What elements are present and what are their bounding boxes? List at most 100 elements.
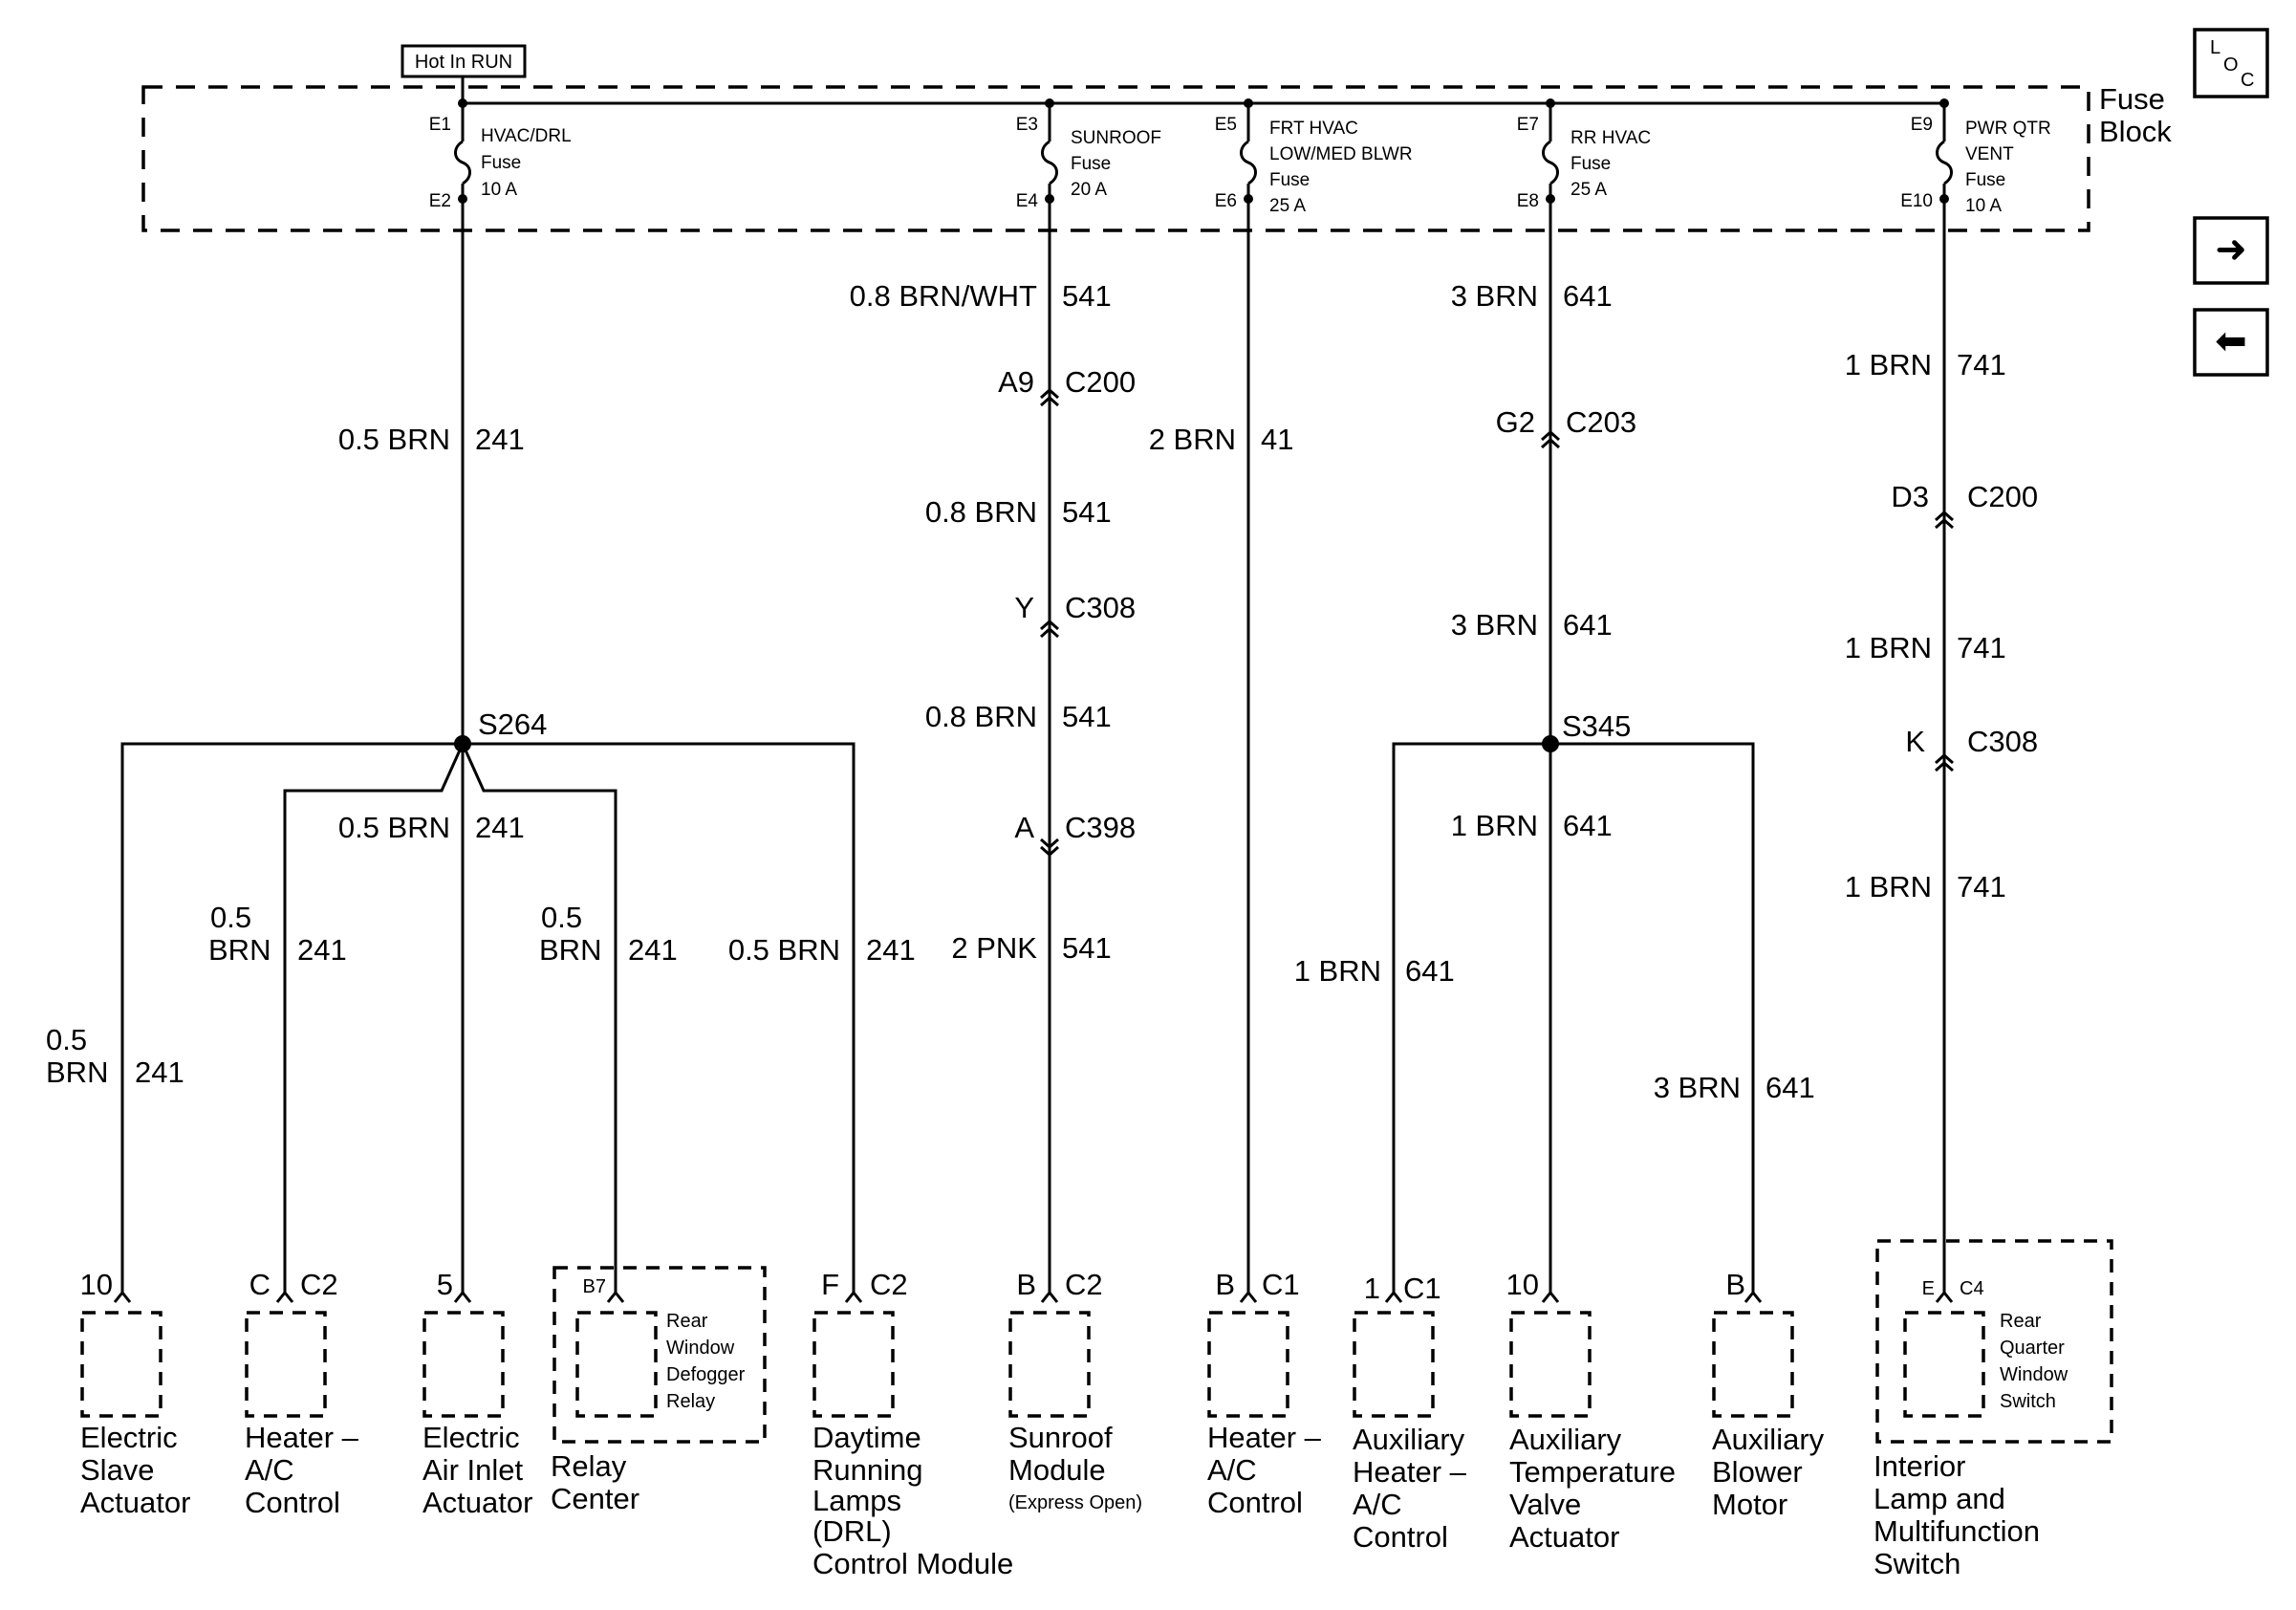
wire-circuit: 241: [297, 933, 347, 967]
component-inner-label: Relay: [666, 1391, 715, 1412]
component-electric-air-inlet-actuator: 5 Electric Air Inlet Actuator: [422, 1268, 532, 1519]
wire-circuit: 741: [1957, 348, 2006, 381]
connector-pin: D3: [1891, 480, 1929, 513]
component-sunroof-module: B C2 Sunroof Module (Express Open): [1008, 1268, 1142, 1513]
wire-circuit: 541: [1062, 931, 1112, 965]
circuit-641: 3 BRN 641 G2 C203 3 BRN 641 S345 1 BRN 6…: [1294, 199, 1815, 1293]
component-heater-ac-control-c2: C C2 Heater – A/C Control: [245, 1268, 359, 1519]
component-relay-center: B7 Rear Window Defogger Relay Relay Cent…: [551, 1266, 767, 1515]
wire-gauge: 1 BRN: [1845, 631, 1932, 664]
component-pin: B: [1215, 1268, 1235, 1301]
component-label: Heater –: [245, 1421, 359, 1454]
component-label: Auxiliary: [1353, 1423, 1465, 1456]
wire-circuit: 241: [135, 1055, 184, 1089]
connector-pin: Y: [1014, 591, 1034, 624]
component-label: Blower: [1712, 1455, 1803, 1489]
component-pin: B: [1725, 1268, 1745, 1301]
wire-gauge: 3 BRN: [1451, 279, 1538, 313]
component-label: Daytime: [812, 1421, 921, 1454]
fuse-block-outline: [141, 85, 2090, 232]
component-pin: E: [1922, 1278, 1935, 1299]
splice-s345-label: S345: [1562, 709, 1631, 743]
connector-c308-pwrqtr: K C308: [1905, 725, 2038, 772]
fuse-e3-label: E3: [1016, 115, 1038, 135]
arrow-left-icon: ⬅: [2215, 319, 2247, 363]
wire-gauge: 2 PNK: [951, 931, 1037, 965]
component-pin: F: [821, 1268, 839, 1301]
fuse-e8-label: E8: [1517, 191, 1539, 211]
wire-circuit: 241: [475, 811, 525, 844]
component-label: Lamps: [812, 1484, 901, 1517]
hot-in-run-label: Hot In RUN: [401, 44, 527, 78]
fuse-rating: 10 A: [1965, 196, 2002, 216]
connector-c398-sunroof: A C398: [1014, 811, 1136, 858]
component-label: Actuator: [1509, 1520, 1619, 1554]
hot-in-run-text: Hot In RUN: [415, 52, 512, 73]
component-aux-blower-motor: B Auxiliary Blower Motor: [1712, 1268, 1825, 1521]
component-inner-label: Defogger: [666, 1364, 746, 1385]
wire-circuit: 541: [1062, 700, 1112, 733]
fuse-name: SUNROOF: [1071, 128, 1161, 148]
component-label: Electric: [422, 1421, 520, 1454]
wire-gauge-2: BRN: [539, 933, 601, 967]
circuit-741: 1 BRN 741 D3 C200 1 BRN 741 K C308 1 BRN…: [1845, 199, 2038, 1293]
component-pin: 1: [1364, 1272, 1380, 1305]
component-inner-label: Window: [666, 1338, 735, 1359]
next-page-button[interactable]: ➜: [2193, 216, 2269, 285]
component-label: Air Inlet: [422, 1453, 523, 1487]
connector-id: C200: [1967, 480, 2038, 513]
component-label: Slave: [80, 1453, 155, 1487]
wire-circuit: 241: [475, 423, 525, 456]
component-pin: 5: [437, 1268, 453, 1301]
connector-pin: G2: [1496, 405, 1535, 439]
fuse-pwr-qtr-vent: E9 E10 PWR QTR VENT Fuse 10 A: [1900, 98, 2051, 216]
component-pin: B7: [583, 1276, 606, 1297]
component-label: Actuator: [80, 1486, 190, 1519]
wire-circuit: 741: [1957, 631, 2006, 664]
fuse-block-label-1: Fuse: [2099, 82, 2165, 116]
fuse-e2-label: E2: [429, 191, 451, 211]
connector-pin: K: [1905, 725, 1925, 758]
wire-circuit: 41: [1261, 423, 1293, 456]
component-label: Interior: [1874, 1449, 1965, 1483]
fuse-name: FRT HVAC: [1269, 119, 1358, 139]
connector-id: C308: [1065, 591, 1136, 624]
fuse-word: Fuse: [481, 153, 521, 173]
component-drl-control-module: F C2 Daytime Running Lamps (DRL) Control…: [812, 1268, 1013, 1580]
fuse-word: Fuse: [1269, 170, 1310, 190]
arrow-right-icon: ➜: [2215, 228, 2247, 272]
component-label: Control: [1353, 1520, 1448, 1554]
connector-c200-sunroof: A9 C200: [998, 365, 1136, 407]
fuse-name-2: VENT: [1965, 144, 2014, 164]
component-label: Temperature: [1509, 1455, 1676, 1489]
component-label: (DRL): [812, 1514, 892, 1548]
component-label: A/C: [1207, 1453, 1257, 1487]
component-connector: C2: [300, 1268, 338, 1301]
component-pin: B: [1016, 1268, 1036, 1301]
connector-c308-sunroof: Y C308: [1014, 591, 1136, 639]
prev-page-button[interactable]: ⬅: [2193, 308, 2269, 377]
locator-letter-l: L: [2210, 37, 2220, 58]
locator-button[interactable]: L O C: [2193, 28, 2269, 98]
circuit-541: 0.8 BRN/WHT 541 A9 C200 0.8 BRN 541 Y C3…: [850, 199, 1136, 1293]
component-aux-heater-ac-control: 1 C1 Auxiliary Heater – A/C Control: [1353, 1272, 1467, 1554]
component-label: Auxiliary: [1509, 1423, 1622, 1456]
wire-gauge: 0.5 BRN: [728, 933, 840, 967]
fuse-e9-label: E9: [1911, 115, 1933, 135]
wire-circuit: 241: [866, 933, 916, 967]
component-label: Valve: [1509, 1488, 1581, 1521]
component-heater-ac-control-c1: B C1 Heater – A/C Control: [1207, 1268, 1322, 1519]
component-label: Electric: [80, 1421, 178, 1454]
component-label: Module: [1008, 1453, 1106, 1487]
wire-gauge: 0.5 BRN: [338, 811, 450, 844]
fuse-e4-label: E4: [1016, 191, 1039, 211]
fuse-e1-label: E1: [429, 115, 451, 135]
wire-gauge: 2 BRN: [1149, 423, 1236, 456]
component-connector: C2: [1065, 1268, 1103, 1301]
connector-id: C308: [1967, 725, 2038, 758]
component-label: Auxiliary: [1712, 1423, 1825, 1456]
fuse-block-label-2: Block: [2099, 115, 2172, 148]
fuse-rr-hvac: E7 E8 RR HVAC Fuse 25 A: [1517, 98, 1651, 211]
wire-gauge: 3 BRN: [1654, 1071, 1741, 1104]
